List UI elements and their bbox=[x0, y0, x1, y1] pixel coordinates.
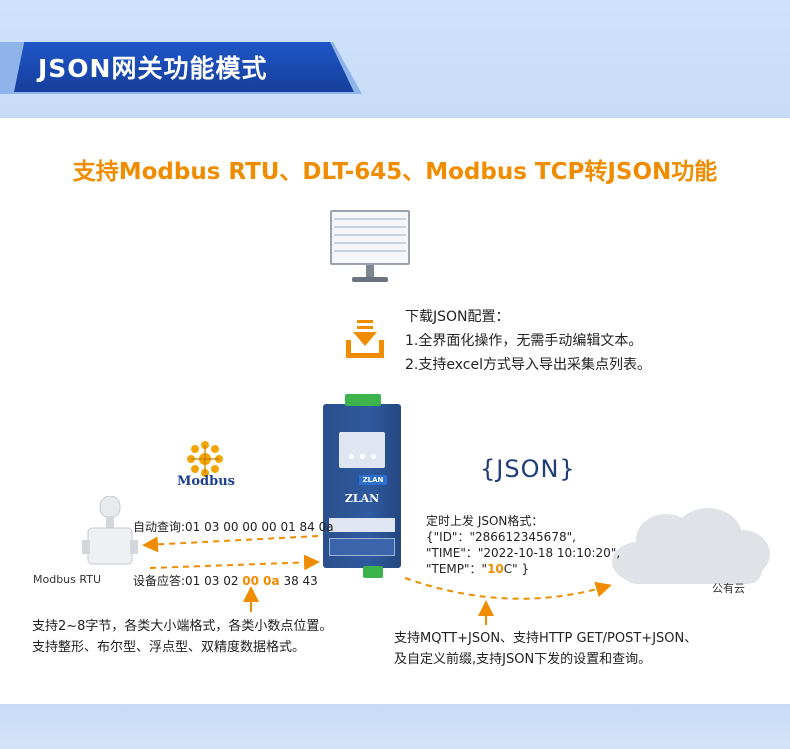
cloud-label: 公有云 bbox=[712, 582, 745, 595]
query-arrow bbox=[142, 535, 319, 553]
response-text: 设备应答:01 03 02 00 0a 38 43 bbox=[133, 572, 318, 589]
json-report-text: 定时上发 JSON格式： {"ID"："286612345678", "TIME… bbox=[426, 513, 620, 577]
json-config-item: 1.全界面化操作，无需手动编辑文本。 bbox=[405, 333, 643, 349]
device-led bbox=[349, 454, 354, 459]
header-title: JSON网关功能模式 bbox=[38, 54, 268, 83]
left-feature-text: 支持2~8字节，各类大小端格式，各类小数点位置。 支持整形、布尔型、浮点型、双精… bbox=[32, 616, 332, 658]
cloud-arrow bbox=[404, 577, 612, 600]
header-ribbon: JSON网关功能模式 bbox=[14, 42, 354, 92]
monitor-screen bbox=[330, 210, 410, 265]
modbus-logo-text: Modbus bbox=[176, 474, 235, 489]
report-line3-prefix: "TEMP"：" bbox=[426, 562, 488, 576]
device-brand-bar: ZLAN bbox=[359, 475, 387, 485]
feature-line: 及自定义前缀,支持JSON下发的设置和查询。 bbox=[394, 652, 652, 667]
screen-line bbox=[334, 234, 406, 236]
report-line3-suffix: C" } bbox=[503, 562, 530, 576]
report-title: 定时上发 JSON格式： bbox=[426, 514, 544, 528]
query-text: 自动查询:01 03 00 00 00 01 84 0a bbox=[133, 520, 334, 534]
device-brand: ZLAN bbox=[344, 492, 380, 505]
response-arrow bbox=[149, 554, 320, 571]
monitor-base bbox=[352, 277, 388, 282]
meter-label: Modbus RTU bbox=[33, 573, 101, 586]
screen-line bbox=[334, 242, 406, 244]
screen-line bbox=[334, 218, 406, 220]
feature-line: 支持MQTT+JSON、支持HTTP GET/POST+JSON、 bbox=[394, 631, 698, 646]
feature-line: 支持整形、布尔型、浮点型、双精度数据格式。 bbox=[32, 640, 306, 655]
report-line3-highlight: 10 bbox=[487, 562, 504, 576]
report-line: "TIME"："2022-10-18 10:10:20", bbox=[426, 546, 621, 560]
cloud-icon bbox=[612, 508, 770, 584]
json-config-title: 下载JSON配置： bbox=[405, 309, 510, 325]
json-config-item: 2.支持excel方式导入导出采集点列表。 bbox=[405, 357, 651, 373]
right-feature-text: 支持MQTT+JSON、支持HTTP GET/POST+JSON、 及自定义前缀… bbox=[394, 628, 697, 670]
device-led bbox=[360, 454, 365, 459]
screen-line bbox=[334, 226, 406, 228]
device-terminal-bottom bbox=[363, 566, 383, 578]
gateway-device: ZLAN ZLAN bbox=[323, 394, 401, 578]
feature-line: 支持2~8字节，各类大小端格式，各类小数点位置。 bbox=[32, 619, 333, 634]
monitor-neck bbox=[366, 265, 374, 277]
device-label-low bbox=[329, 538, 395, 556]
report-line: "TEMP"："10C" } bbox=[426, 561, 620, 577]
json-config-text: 下载JSON配置： 1.全界面化操作，无需手动编辑文本。 2.支持excel方式… bbox=[405, 305, 651, 377]
response-highlight: 00 0a bbox=[242, 574, 280, 588]
headline: 支持Modbus RTU、DLT-645、Modbus TCP转JSON功能 bbox=[72, 159, 718, 185]
device-led bbox=[371, 454, 376, 459]
download-icon bbox=[346, 320, 384, 358]
bottom-band bbox=[0, 704, 790, 749]
report-line: {"ID"："286612345678", bbox=[426, 530, 576, 544]
response-prefix: 设备应答:01 03 02 bbox=[133, 574, 243, 588]
device-label-top bbox=[339, 432, 385, 468]
json-logo: {JSON} bbox=[480, 455, 576, 483]
flow-meter-icon bbox=[82, 496, 138, 565]
device-label-mid bbox=[329, 518, 395, 532]
screen-line bbox=[334, 250, 406, 252]
device-terminal-top bbox=[345, 394, 381, 406]
monitor-icon bbox=[330, 210, 410, 288]
modbus-logo-icon bbox=[187, 441, 223, 477]
response-suffix: 38 43 bbox=[279, 574, 318, 588]
